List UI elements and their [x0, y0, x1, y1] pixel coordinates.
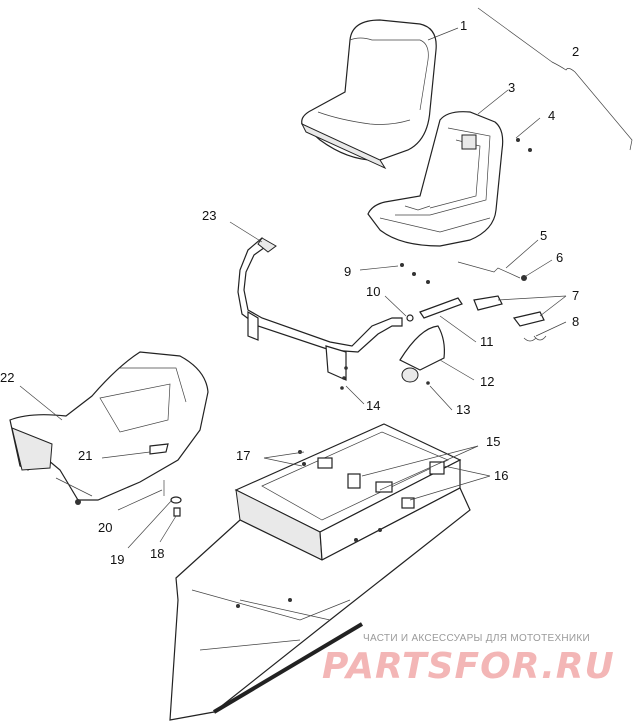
part-23-support-tube	[237, 237, 403, 381]
callout-4: 4	[548, 108, 555, 123]
part-3-seat-frame	[367, 111, 504, 247]
callout-9: 9	[344, 264, 351, 279]
callout-21: 21	[78, 448, 92, 463]
callout-11: 11	[480, 334, 494, 349]
watermark: ЧАСТИ И АКСЕССУАРЫ ДЛЯ МОТОТЕХНИКИ PARTS…	[322, 633, 615, 687]
bracket-2	[477, 7, 633, 151]
part-14-nuts	[340, 366, 348, 390]
part-10-11-pins	[406, 297, 463, 322]
callout-6: 6	[556, 250, 563, 265]
callout-16: 16	[494, 468, 508, 483]
callout-3: 3	[508, 80, 515, 95]
callout-7: 7	[572, 288, 579, 303]
callout-17: 17	[236, 448, 250, 463]
callout-23: 23	[202, 208, 216, 223]
part-8-clips	[523, 335, 547, 342]
watermark-tagline: ЧАСТИ И АКСЕССУАРЫ ДЛЯ МОТОТЕХНИКИ	[363, 633, 590, 644]
part-9-bolts	[400, 263, 430, 284]
part-1-seat-cushion	[300, 19, 437, 170]
callout-19: 19	[110, 552, 124, 567]
callout-18: 18	[150, 546, 164, 561]
leader-lines	[19, 27, 567, 549]
callout-12: 12	[480, 374, 494, 389]
callout-labels: 1 2 3 4 5 6 7 8 9 10 11 12 13 14 15 16 1…	[0, 18, 579, 567]
callout-13: 13	[456, 402, 470, 417]
chassis-tunnel	[169, 423, 471, 721]
part-4-screws	[516, 138, 532, 152]
part-7-brackets	[473, 295, 545, 327]
callout-5: 5	[540, 228, 547, 243]
callout-14: 14	[366, 398, 380, 413]
part-22-rear-seat	[9, 351, 209, 505]
watermark-logo: PARTSFOR.RU	[322, 646, 615, 687]
callout-1: 1	[460, 18, 467, 33]
part-18-20-hardware	[163, 480, 182, 517]
callout-8: 8	[572, 314, 579, 329]
part-5-rod	[457, 261, 527, 281]
callout-22: 22	[0, 370, 14, 385]
callout-15: 15	[486, 434, 500, 449]
callout-20: 20	[98, 520, 112, 535]
callout-2: 2	[572, 44, 579, 59]
part-12-cover	[399, 325, 445, 385]
callout-10: 10	[366, 284, 380, 299]
